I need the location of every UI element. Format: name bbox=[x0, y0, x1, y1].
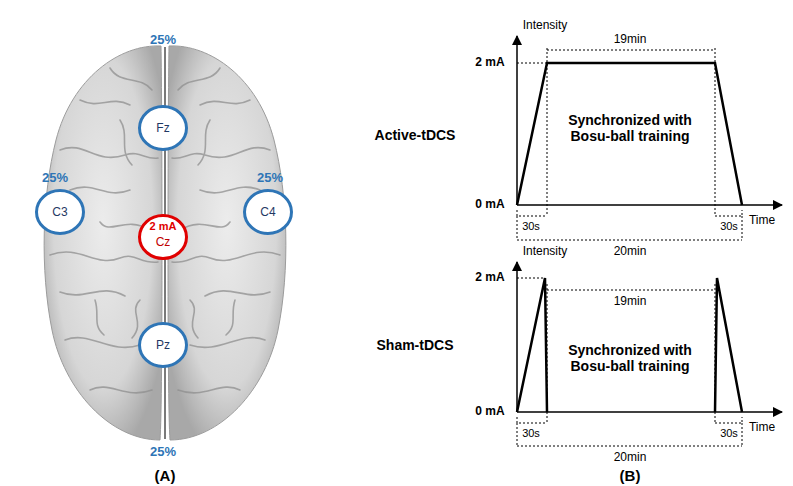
electrode-ring bbox=[140, 216, 187, 259]
active-graph bbox=[517, 36, 782, 240]
electrode-ring bbox=[37, 191, 84, 234]
condition-title: Active-tDCS bbox=[375, 127, 456, 143]
plot-note: Synchronized with Bosu-ball training bbox=[555, 342, 705, 374]
axis-annotation: 19min bbox=[614, 33, 647, 47]
axis-annotation: 2 mA bbox=[475, 56, 504, 70]
panel-letter: (B) bbox=[620, 467, 641, 484]
electrode-circle: C4 bbox=[243, 189, 293, 235]
electrode-name: C3 bbox=[52, 205, 67, 219]
axis-annotation: Intensity bbox=[523, 19, 568, 33]
condition-title: Sham-tDCS bbox=[376, 337, 453, 353]
axis-annotation: 20min bbox=[614, 245, 647, 259]
axis-annotation: 30s bbox=[720, 427, 738, 440]
brain-illustration bbox=[44, 46, 286, 440]
current-value: 2 mA bbox=[150, 220, 177, 233]
current-share: 25% bbox=[42, 171, 68, 186]
axis-annotation: Time bbox=[749, 421, 775, 435]
axis-annotation: 20min bbox=[614, 451, 647, 465]
current-share: 25% bbox=[257, 171, 283, 186]
sham-graph bbox=[517, 262, 782, 446]
electrode-ring bbox=[245, 191, 292, 234]
dotted-guides bbox=[517, 278, 742, 446]
axis-annotation: Intensity bbox=[523, 245, 568, 259]
axis-annotation: 0 mA bbox=[475, 405, 504, 419]
electrode-name: Cz bbox=[156, 235, 171, 249]
y-axis bbox=[516, 36, 518, 205]
axis-annotation: 30s bbox=[720, 220, 738, 233]
electrode-circle: C3 bbox=[35, 189, 85, 235]
axis-annotation: Time bbox=[749, 214, 775, 228]
axis-annotation: 0 mA bbox=[475, 198, 504, 212]
electrode-ring bbox=[140, 107, 187, 150]
electrode-name: C4 bbox=[260, 205, 275, 219]
current-profile bbox=[517, 278, 742, 412]
electrode-circle: Fz bbox=[138, 105, 188, 151]
axis-annotation: 19min bbox=[614, 295, 647, 309]
y-axis bbox=[516, 262, 518, 412]
electrode-name: Pz bbox=[156, 338, 170, 352]
panel-letter: (A) bbox=[155, 467, 176, 484]
dotted-guides bbox=[517, 48, 742, 240]
plot-note: Synchronized with Bosu-ball training bbox=[555, 112, 705, 144]
current-share: 25% bbox=[150, 445, 176, 460]
electrode-ring bbox=[140, 324, 187, 367]
electrode-name: Fz bbox=[156, 121, 169, 135]
current-profile bbox=[517, 63, 742, 205]
axis-annotation: 2 mA bbox=[475, 271, 504, 285]
electrode-circle: Pz bbox=[138, 322, 188, 368]
axis-annotation: 30s bbox=[522, 427, 540, 440]
axis-annotation: 30s bbox=[522, 220, 540, 233]
current-share: 25% bbox=[150, 33, 176, 48]
